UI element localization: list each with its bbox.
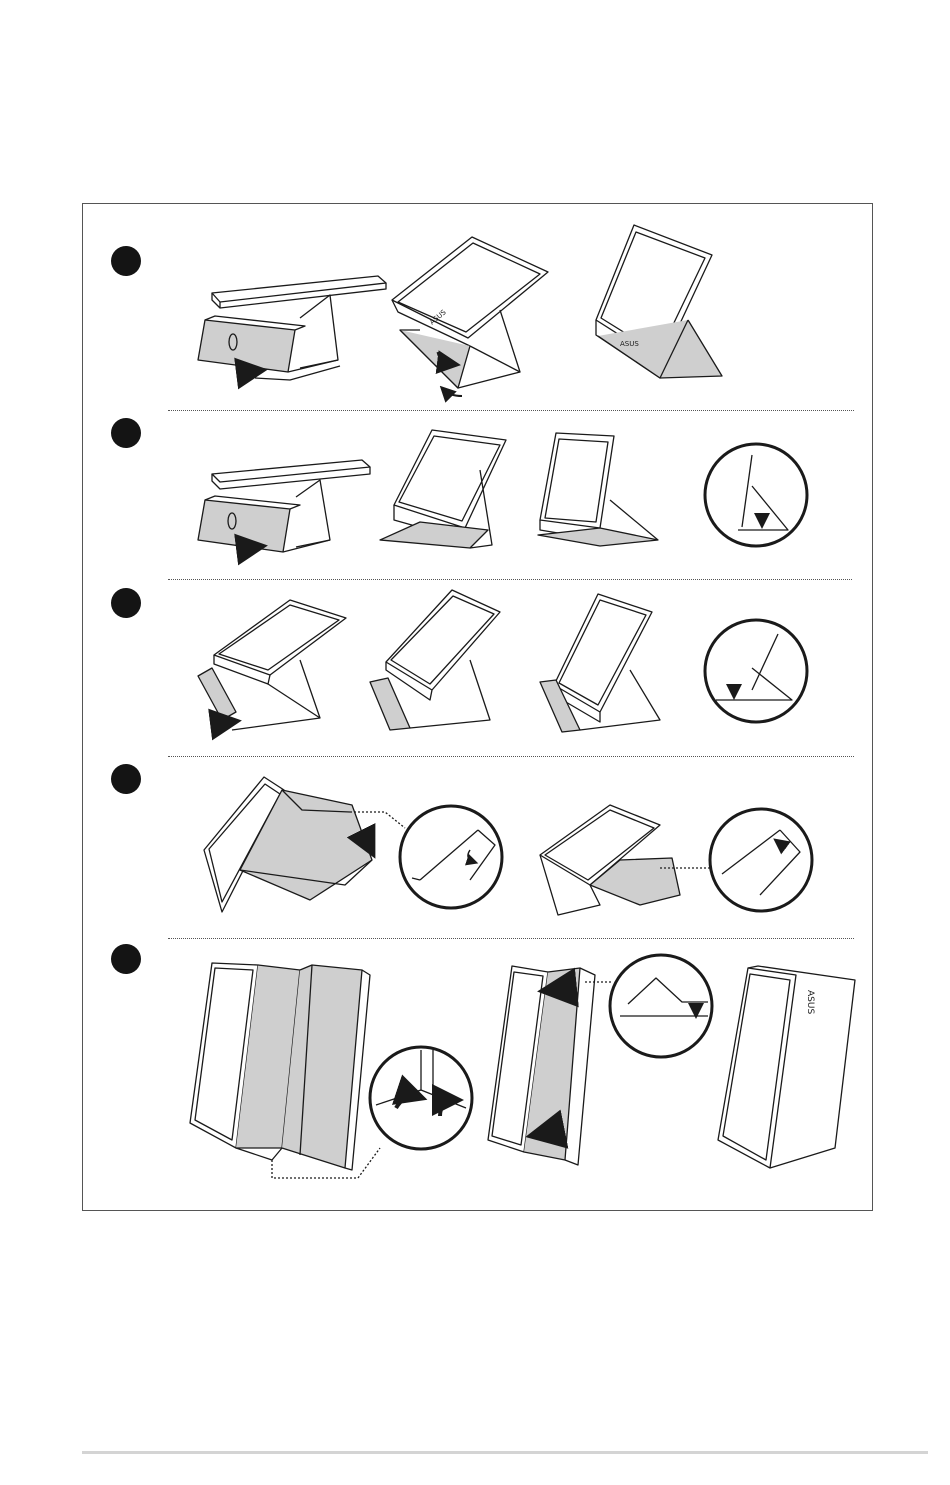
step-4-panel-2 bbox=[540, 805, 680, 915]
footer-rule bbox=[82, 1451, 928, 1454]
step-5-panel-1 bbox=[190, 963, 370, 1170]
step-1-panel-1 bbox=[198, 276, 386, 380]
step-1-panel-2 bbox=[392, 237, 548, 388]
curved-arrow-icon bbox=[240, 547, 256, 560]
step-4-magnifier-1 bbox=[400, 806, 502, 908]
step-2-panel-2 bbox=[380, 430, 506, 548]
curved-arrow-icon bbox=[240, 371, 256, 384]
magnifier-circle-icon bbox=[710, 809, 812, 911]
step-1-panel-3 bbox=[596, 225, 722, 378]
step-3-magnifier bbox=[705, 620, 807, 722]
step-2-panel-3 bbox=[538, 433, 658, 546]
left-arrow-icon bbox=[778, 842, 786, 848]
step-2-panel-1 bbox=[198, 460, 370, 552]
step-4-magnifier-2 bbox=[710, 809, 812, 911]
step-5-magnifier-2 bbox=[610, 955, 712, 1057]
curved-arrow-icon bbox=[444, 390, 462, 396]
brand-logo: ASUS bbox=[620, 340, 639, 348]
curved-arrow-icon bbox=[468, 850, 474, 862]
step-3-panel-3 bbox=[540, 594, 660, 732]
step-3-panel-2 bbox=[370, 590, 500, 730]
magnifier-circle-icon bbox=[705, 444, 807, 546]
step-4-panel-1 bbox=[204, 777, 372, 912]
left-arrow-icon bbox=[552, 988, 572, 990]
step-2-magnifier bbox=[705, 444, 807, 546]
step-5-panel-3 bbox=[718, 966, 855, 1168]
step-3-panel-1 bbox=[198, 600, 346, 730]
curved-arrow-icon bbox=[440, 1100, 452, 1116]
curved-arrow-icon bbox=[215, 722, 230, 735]
step-5-magnifier-1 bbox=[370, 1047, 472, 1149]
brand-logo: ASUS bbox=[805, 990, 815, 1014]
